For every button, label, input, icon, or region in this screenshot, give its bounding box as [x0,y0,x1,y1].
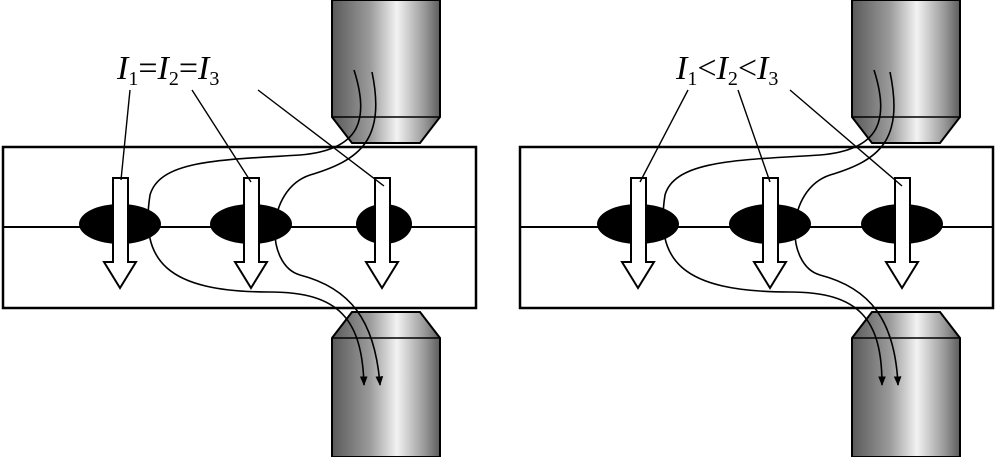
term-i2-var: I [716,50,728,87]
current-arrow-i3 [884,177,920,290]
bottom-electrode [331,311,441,457]
operator-2: = [178,50,199,87]
current-flow-lines [147,69,384,386]
top-electrode [331,0,441,144]
term-i3-var: I [198,50,210,87]
term-i1-sub: 1 [687,68,698,90]
operator-1: < [697,50,717,87]
operator-1: = [138,50,158,87]
current-arrow-i2 [752,177,788,290]
current-arrow-i2 [233,177,269,290]
operator-2: < [737,50,758,87]
term-i1-var: I [117,50,129,87]
term-i2-sub: 2 [168,68,179,90]
left-panel [1,0,478,457]
term-i2-var: I [157,50,169,87]
term-i3-sub: 3 [768,68,779,90]
right-panel [518,0,995,457]
term-i3-sub: 3 [209,68,220,90]
term-i1-sub: 1 [128,68,139,90]
current-arrows [102,177,400,290]
leader-lines [120,89,385,187]
bottom-electrode [851,311,961,457]
current-arrow-i1 [620,177,656,290]
top-electrode [851,0,961,144]
current-arrow-i1 [102,177,138,290]
current-arrows [620,177,920,290]
current-arrow-i3 [364,177,400,290]
left-current-equation: I1=I2=I3 [117,50,220,90]
right-current-inequality: I1<I2<I3 [676,50,779,90]
leader-lines [639,89,903,187]
term-i3-var: I [757,50,769,87]
term-i2-sub: 2 [727,68,738,90]
term-i1-var: I [676,50,688,87]
